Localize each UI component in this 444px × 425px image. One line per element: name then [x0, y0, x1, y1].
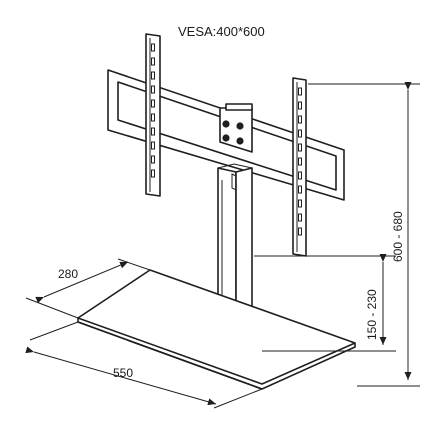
left-vertical-bracket — [145, 33, 161, 197]
stand-column — [207, 163, 263, 327]
vesa-hole-1 — [222, 120, 230, 128]
total-height-label: 600 - 680 — [391, 211, 405, 262]
column-height-dimension: 150 - 230 — [254, 254, 396, 352]
column-height-label: 150 - 230 — [365, 289, 379, 340]
depth-dimension: 280 — [25, 258, 151, 319]
total-height-dimension: 600 - 680 — [308, 82, 420, 387]
vesa-hole-2 — [236, 122, 244, 130]
vesa-hole-3 — [222, 134, 230, 142]
mounting-plate — [107, 69, 345, 201]
depth-label: 280 — [58, 267, 78, 281]
vesa-label: VESA:400*600 — [178, 24, 265, 39]
width-label: 550 — [113, 366, 133, 380]
right-vertical-bracket — [292, 77, 307, 257]
width-dimension: 550 — [25, 321, 263, 409]
vesa-hole-4 — [236, 137, 244, 145]
